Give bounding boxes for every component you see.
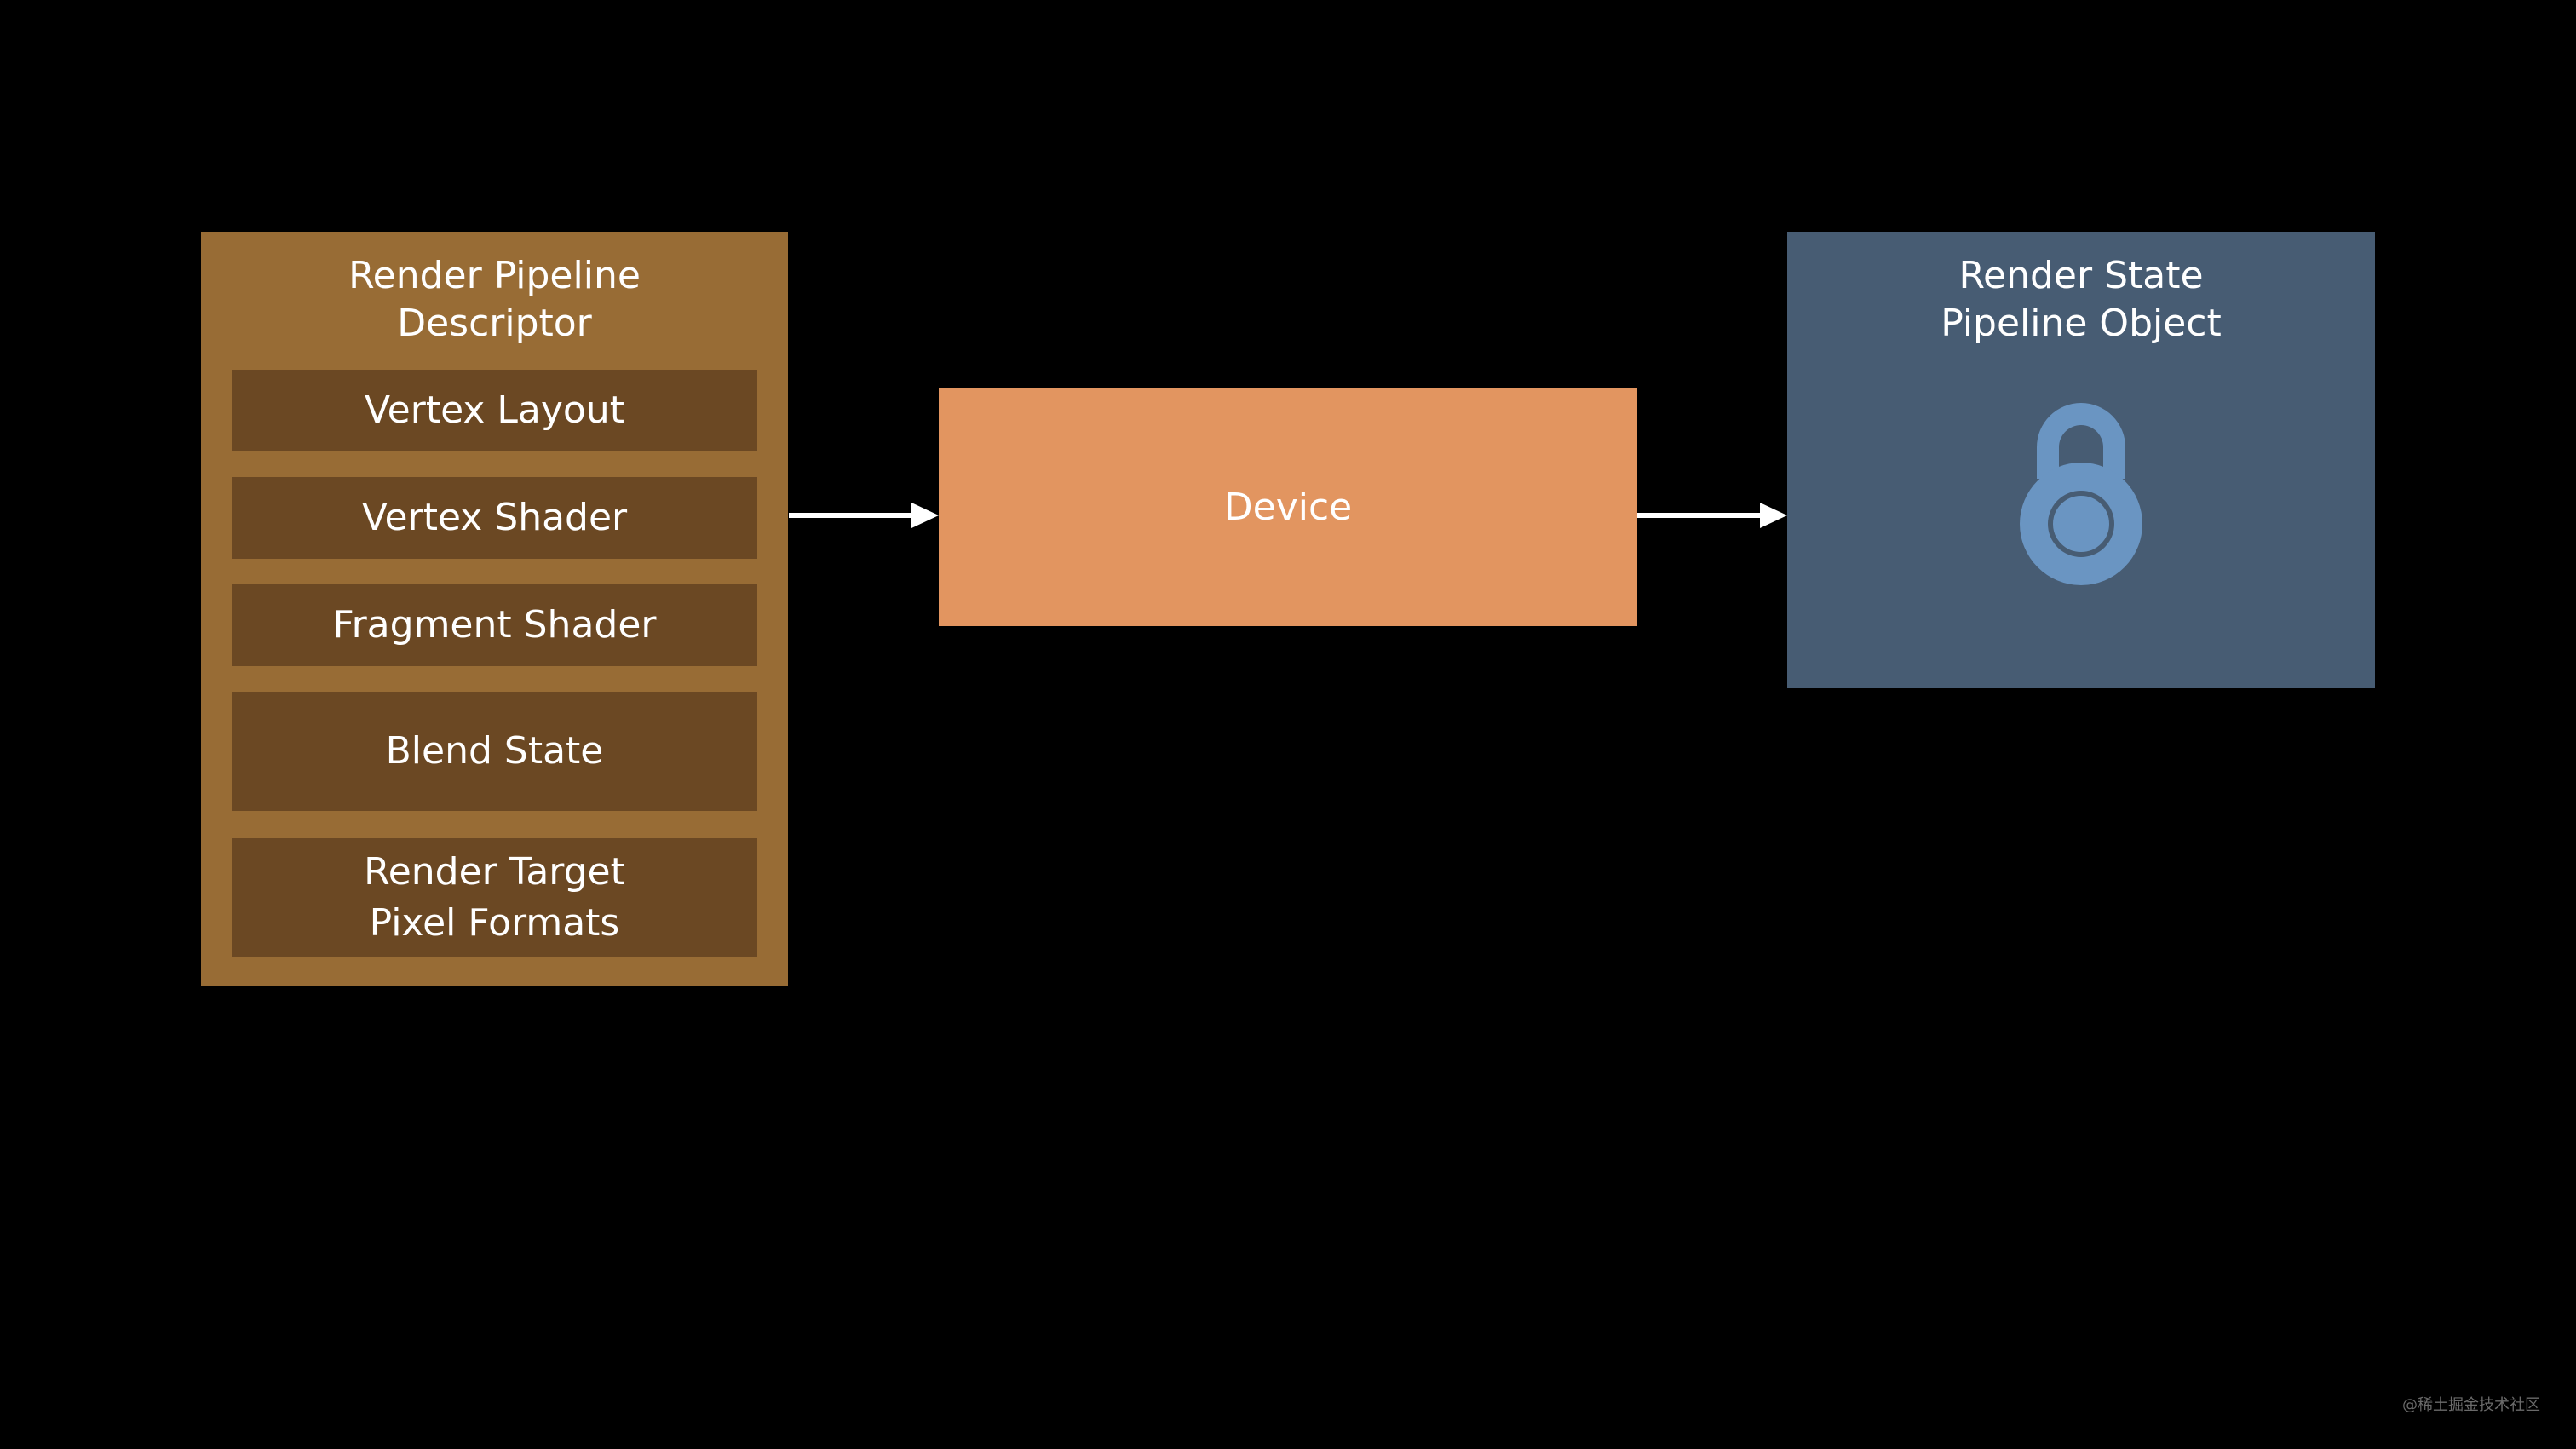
descriptor-item-label: Vertex Layout bbox=[365, 388, 624, 432]
lock-icon bbox=[2020, 403, 2142, 585]
arrow-device-to-pipeline-object bbox=[1637, 503, 1787, 528]
descriptor-item-label-line-1: Render Target bbox=[364, 850, 625, 894]
pipeline-object-title-line-2: Pipeline Object bbox=[1941, 302, 2222, 345]
descriptor-item-vertex-shader: Vertex Shader bbox=[232, 477, 757, 559]
descriptor-item-render-target-pixel-formats: Render Target Pixel Formats bbox=[232, 838, 757, 957]
descriptor-item-vertex-layout: Vertex Layout bbox=[232, 370, 757, 451]
descriptor-title-line-1: Render Pipeline bbox=[348, 254, 641, 297]
descriptor-title-line-2: Descriptor bbox=[397, 302, 592, 345]
watermark: @稀土掘金技术社区 bbox=[2402, 1396, 2540, 1414]
device-box: Device bbox=[939, 388, 1637, 626]
descriptor-item-label: Blend State bbox=[385, 729, 604, 773]
pipeline-object-title: Render State Pipeline Object bbox=[1787, 252, 2375, 348]
device-label: Device bbox=[1223, 485, 1353, 529]
descriptor-item-blend-state: Blend State bbox=[232, 692, 757, 811]
descriptor-item-label-line-2: Pixel Formats bbox=[369, 901, 620, 945]
descriptor-item-fragment-shader: Fragment Shader bbox=[232, 584, 757, 666]
descriptor-item-label: Vertex Shader bbox=[361, 496, 628, 539]
descriptor-item-label: Fragment Shader bbox=[332, 603, 657, 647]
render-pipeline-descriptor-box: Render Pipeline Descriptor Vertex Layout… bbox=[201, 232, 788, 986]
arrow-descriptor-to-device bbox=[789, 503, 939, 528]
descriptor-title: Render Pipeline Descriptor bbox=[201, 252, 788, 348]
render-state-pipeline-object-box: Render State Pipeline Object bbox=[1787, 232, 2375, 688]
pipeline-object-title-line-1: Render State bbox=[1958, 254, 2204, 297]
